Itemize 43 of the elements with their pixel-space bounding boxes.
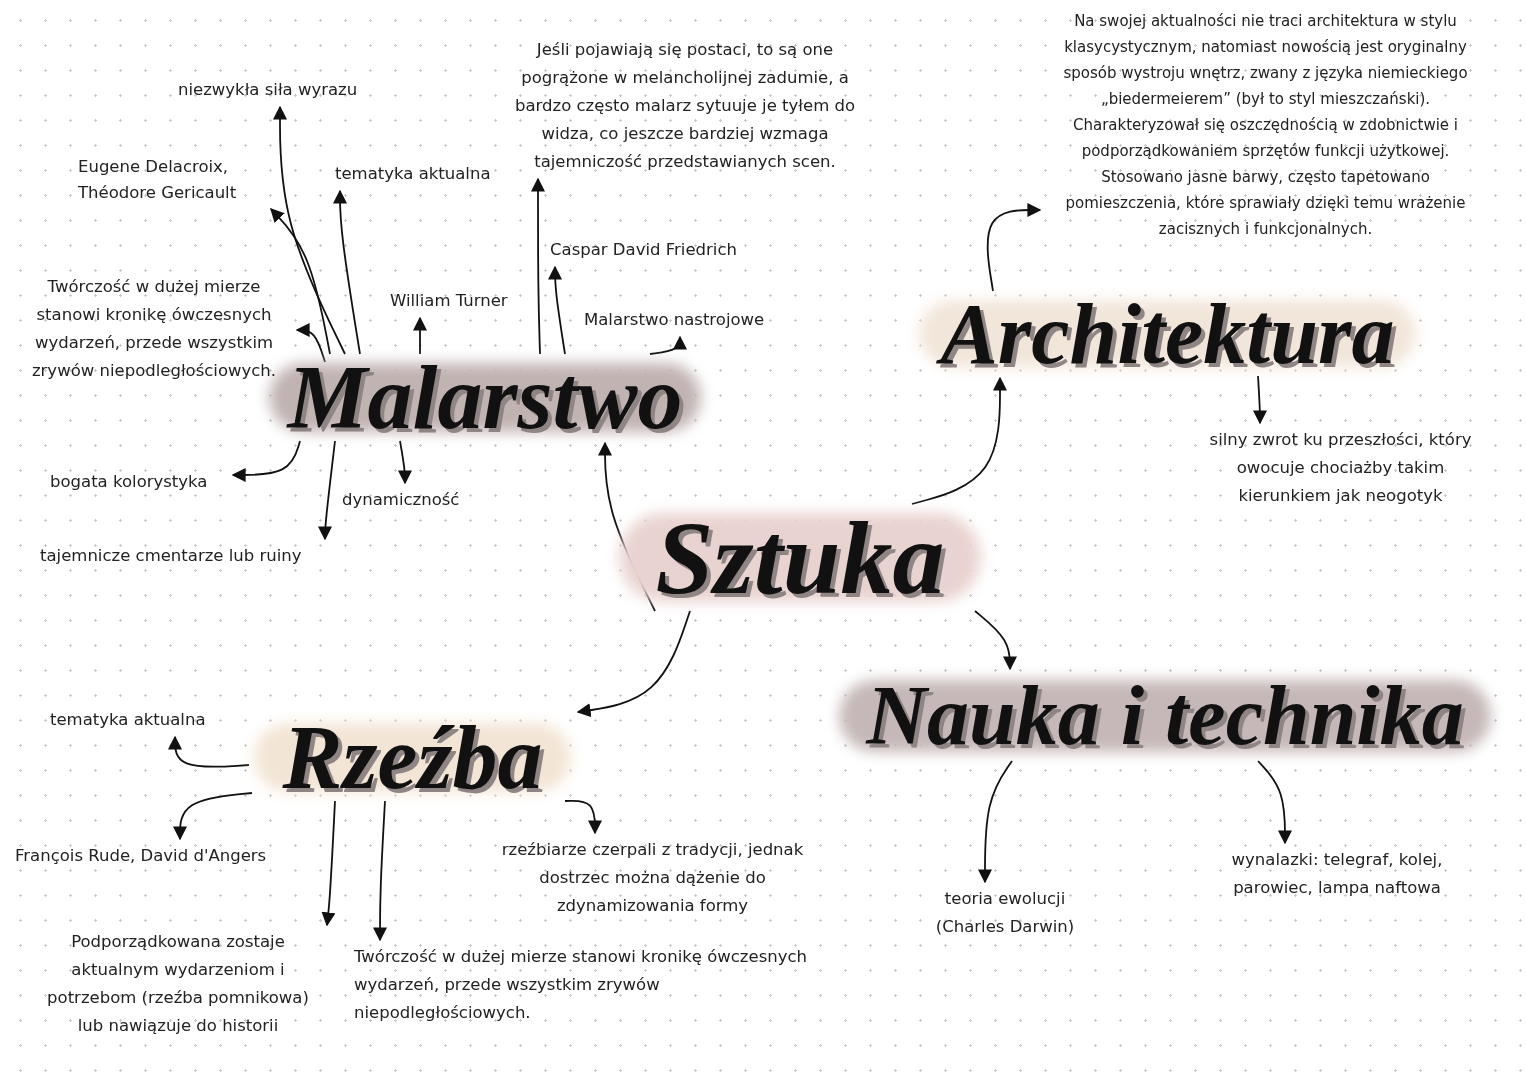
arrow <box>564 799 602 835</box>
note-text: Malarstwo nastrojowe <box>584 309 766 331</box>
arrow <box>333 189 361 355</box>
note-text: Twórczość w dużej mierze stanowi kronikę ówczesnych wydarzeń, przede wszystkim zrywów niepodległościowych. <box>30 276 278 382</box>
arrow <box>273 105 346 355</box>
arrow <box>173 792 253 841</box>
note-text: tajemnicze cmentarze lub ruiny <box>40 545 303 567</box>
note-text: silny zwrot ku przeszłości, który owocuje chociażby takim kierunkiem jak neogotyk <box>1208 429 1473 507</box>
arrow <box>168 735 250 768</box>
note-text: Twórczość w dużej mierze stanowi kronikę ówczesnych wydarzeń, przede wszystkim zrywów niepodległościowych. <box>354 946 808 1024</box>
arrow <box>321 800 336 927</box>
arrow <box>978 760 1013 884</box>
note-text: dynamiczność <box>342 489 461 511</box>
note-text: François Rude, David d'Angers <box>15 845 268 867</box>
note-text: rzeźbiarze czerpali z tradycji, jednak dostrzec można dążenie do zdynamizowania formy <box>500 839 805 917</box>
note-text: Caspar David Friedrich <box>550 239 738 261</box>
arrow <box>1253 375 1267 425</box>
note-text: wynalazki: telegraf, kolej, parowiec, lampa naftowa <box>1230 849 1444 899</box>
note-text: teoria ewolucji (Charles Darwin) <box>934 888 1076 938</box>
arrow <box>270 208 331 355</box>
note-text: Na swojej aktualności nie traci architektura w stylu klasycystycznym, natomiast nowością jest oryginalny sposób wystroju wnętrz, zwany z języka niemieckiego „biedermeierem” (był to styl mieszczański). Charakteryzował się oszczędnością w zdobnictwie i podporządkowaniem sprzętów funkcji użytkowej. Stosowano jasne barwy, często tapetowano pomieszczenia, które sprawiały dzięki temu wrażenie zacisznych i funkcjonalnych. <box>1062 11 1469 240</box>
arrow <box>531 177 545 355</box>
note-text: niezwykła siła wyrazu <box>178 79 359 101</box>
arrow <box>986 203 1042 292</box>
arrow <box>649 335 687 355</box>
arrow <box>231 440 301 482</box>
note-text: bogata kolorystyka <box>50 471 209 493</box>
note-text: Jeśli pojawiają się postaci, to są one pogrążone w melancholijnej zadumie, a bardzo często malarz sytuuje je tyłem do widza, co jeszcze bardziej wzmaga tajemniczość przedstawianych scen. <box>513 39 857 173</box>
arrow <box>911 376 1007 505</box>
note-text: William Turner <box>390 290 509 312</box>
arrow <box>398 440 412 485</box>
arrow <box>974 610 1017 671</box>
note-text: tematyka aktualna <box>50 709 207 731</box>
note-text: Podporządkowana zostaje aktualnym wydarzeniom i potrzebom (rzeźba pomnikowa) lub nawiązuje do historii <box>46 931 310 1037</box>
arrow <box>548 265 566 355</box>
arrow <box>576 610 691 718</box>
arrow <box>1257 760 1292 845</box>
note-text: tematyka aktualna <box>335 163 492 185</box>
arrow <box>373 800 387 942</box>
arrow <box>295 323 326 363</box>
note-text: Eugene Delacroix, Théodore Gericault <box>78 156 238 204</box>
arrow <box>318 440 336 541</box>
arrow <box>413 316 427 355</box>
